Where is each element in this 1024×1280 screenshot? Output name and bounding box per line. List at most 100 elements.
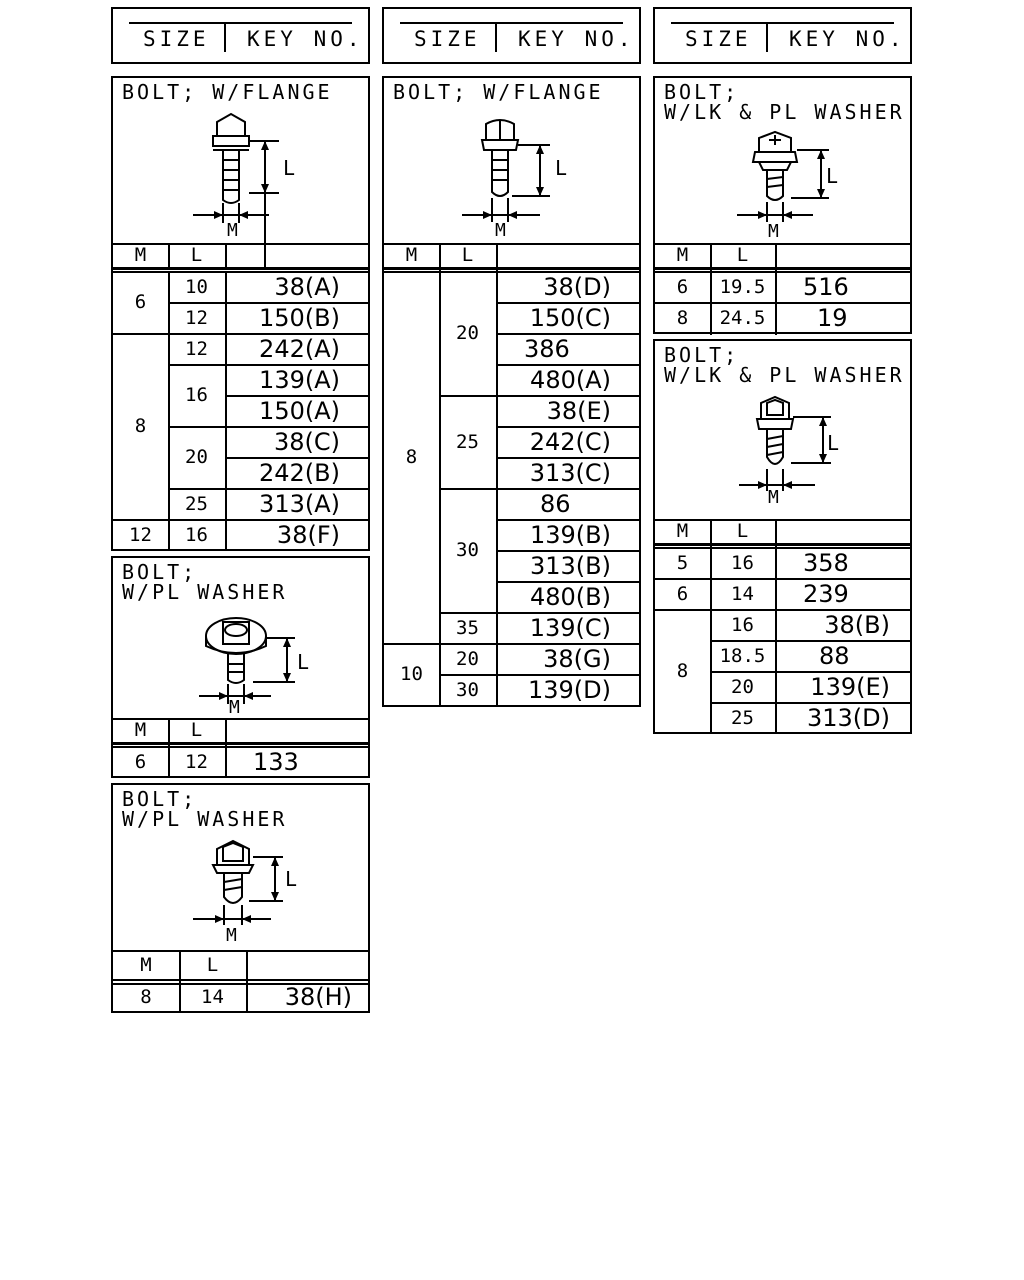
key-cell: 313(D) — [806, 703, 890, 732]
key-cell: 38(G) — [543, 644, 611, 673]
l-cell: 16 — [185, 384, 208, 406]
col-m-header: M — [134, 244, 147, 266]
col-m-header: M — [140, 953, 152, 976]
key-cell: 313(B) — [530, 551, 611, 580]
key-cell: 38(F) — [276, 520, 340, 549]
col-l-header: L — [190, 719, 203, 741]
key-cell: 88 — [819, 641, 850, 670]
dim-l-label: L — [285, 867, 298, 891]
key-cell: 516 — [803, 272, 849, 301]
l-cell: 24.5 — [719, 306, 766, 329]
header-box-2: SIZE KEY NO. — [382, 7, 641, 64]
dim-m-label: M — [226, 925, 237, 946]
m-cell: 8 — [140, 986, 152, 1008]
l-cell: 19.5 — [719, 275, 766, 298]
key-cell: 139(B) — [530, 520, 611, 549]
l-cell: 14 — [201, 986, 224, 1008]
key-cell: 139(E) — [810, 672, 890, 701]
dim-m-label: M — [227, 220, 238, 241]
m-cell: 8 — [676, 660, 689, 682]
l-cell: 14 — [731, 582, 754, 605]
l-cell: 16 — [731, 613, 754, 636]
key-cell: 139(A) — [259, 365, 340, 394]
key-cell: 480(B) — [530, 582, 611, 611]
dim-l-label: L — [826, 164, 839, 188]
flange-bolt-diagram — [462, 119, 550, 222]
key-no-header: KEY NO. — [247, 27, 364, 51]
key-cell: 150(C) — [529, 303, 611, 332]
key-cell: 139(C) — [529, 613, 611, 642]
key-cell: 386 — [524, 334, 570, 363]
panel-title: BOLT; W/LK & PL WASHER — [664, 343, 905, 387]
bolt-lk-pl-washer-panel-2: BOLT; W/LK & PL WASHER L M M L 5 6 8 16 … — [653, 339, 912, 734]
col-m-header: M — [134, 719, 147, 741]
panel-title: BOLT; W/FLANGE — [122, 80, 333, 104]
col-l-header: L — [206, 953, 219, 976]
size-table: M L 8 14 38(H) — [113, 950, 368, 1013]
col-l-header: L — [190, 244, 203, 266]
l-cell: 12 — [185, 750, 208, 773]
l-cell: 10 — [185, 275, 208, 298]
key-cell: 242(C) — [529, 427, 611, 456]
l-cell: 25 — [456, 430, 479, 453]
panel-title: BOLT; W/PL WASHER — [122, 787, 288, 831]
m-cell: 6 — [134, 750, 147, 773]
l-cell: 12 — [185, 306, 208, 329]
m-cell: 5 — [676, 551, 689, 574]
col-m-header: M — [676, 520, 689, 542]
dim-l-label: L — [283, 156, 296, 180]
size-table: M L 6 8 12 10 12 12 16 20 25 16 38(A) 15… — [113, 243, 368, 551]
size-header: SIZE — [143, 27, 210, 51]
col-m-header: M — [676, 244, 689, 266]
m-cell: 6 — [676, 582, 689, 605]
washer-bolt-diagram — [193, 839, 283, 925]
key-no-header: KEY NO. — [518, 27, 635, 51]
key-cell: 239 — [803, 579, 849, 608]
key-cell: 242(B) — [259, 458, 340, 487]
key-cell: 38(E) — [546, 396, 611, 425]
dim-l-label: L — [555, 156, 568, 180]
l-cell: 16 — [731, 551, 754, 574]
panel-title: BOLT; W/FLANGE — [393, 80, 604, 104]
key-cell: 150(B) — [259, 303, 340, 332]
l-cell: 18.5 — [719, 644, 766, 667]
l-cell: 35 — [456, 616, 479, 639]
key-cell: 38(A) — [274, 272, 340, 301]
l-cell: 16 — [185, 523, 208, 546]
bolt-flange-panel-2: BOLT; W/FLANGE L M M L 8 10 20 25 30 — [382, 76, 641, 707]
size-table: M L 8 10 20 25 30 35 20 30 38(D) 150(C) … — [384, 243, 639, 706]
m-cell: 6 — [676, 275, 689, 298]
m-cell: 12 — [129, 523, 152, 546]
lock-washer-bolt-diagram — [739, 395, 831, 491]
bolt-pl-washer-panel-1: BOLT; W/PL WASHER L M M L 6 12 133 — [111, 556, 370, 778]
key-cell: 38(B) — [824, 610, 890, 639]
key-cell: 313(C) — [529, 458, 611, 487]
key-cell: 150(A) — [259, 396, 340, 425]
key-cell: 38(D) — [543, 272, 611, 301]
col-l-header: L — [461, 244, 474, 266]
col-m-header: M — [405, 244, 418, 266]
dim-m-label: M — [229, 697, 240, 718]
l-cell: 30 — [456, 539, 479, 561]
m-cell: 8 — [134, 415, 147, 437]
l-cell: 20 — [185, 446, 208, 468]
key-cell: 358 — [803, 548, 849, 577]
l-cell: 30 — [456, 678, 479, 701]
size-header: SIZE — [414, 27, 481, 51]
dim-m-label: M — [495, 220, 506, 241]
key-cell: 38(H) — [284, 983, 352, 1011]
l-cell: 12 — [185, 337, 208, 360]
header-box-1: SIZE KEY NO. — [111, 7, 370, 64]
dim-l-label: L — [297, 650, 310, 674]
size-table: M L 5 6 8 16 14 16 18.5 20 25 358 239 38… — [655, 519, 910, 734]
size-table: M L 6 12 133 — [113, 718, 368, 776]
panel-title: BOLT; W/PL WASHER — [122, 560, 288, 604]
key-cell: 86 — [540, 489, 571, 518]
key-cell: 19 — [817, 303, 848, 332]
key-cell: 480(A) — [530, 365, 611, 394]
key-cell: 313(A) — [259, 489, 340, 518]
col-l-header: L — [736, 244, 749, 266]
m-cell: 10 — [400, 663, 423, 685]
key-cell: 242(A) — [259, 334, 340, 363]
l-cell: 20 — [731, 675, 754, 698]
